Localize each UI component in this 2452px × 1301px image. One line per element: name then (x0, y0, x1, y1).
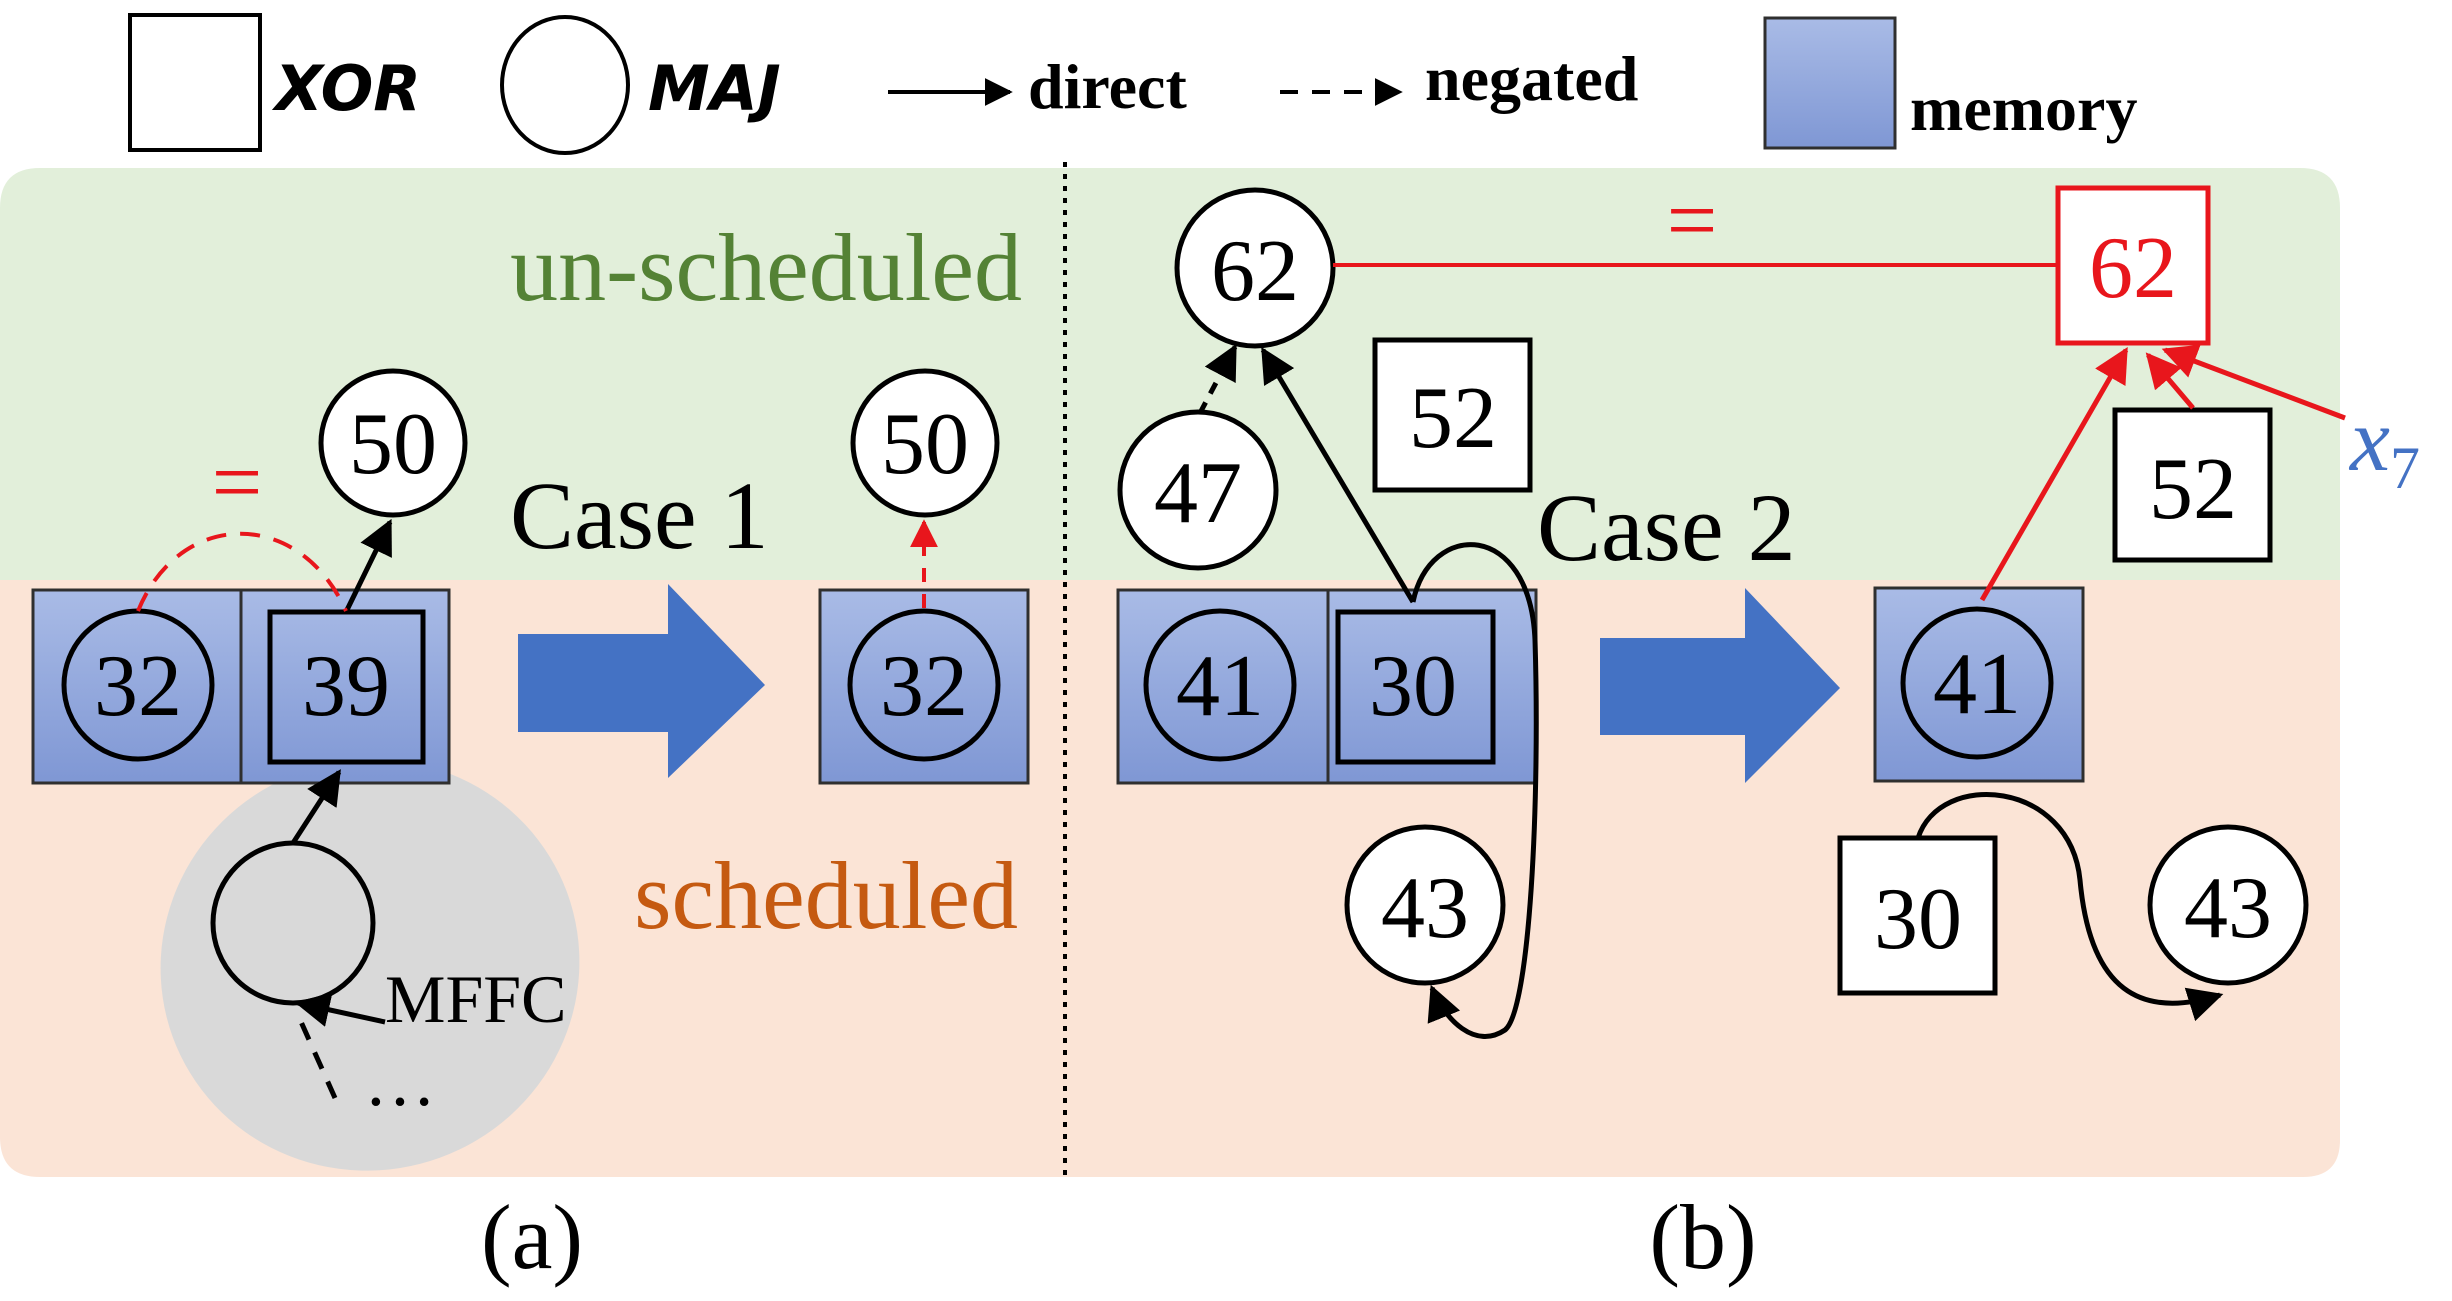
xor-node-52-left-label: 52 (1409, 370, 1497, 467)
maj-node-43-left (1344, 824, 1506, 986)
case-1-label: Case 1 (510, 462, 769, 569)
legend-memory-label: memory (1910, 73, 2137, 144)
mffc-region (160, 759, 580, 1171)
legend-maj-label: MAJ (648, 52, 781, 125)
xor-node-30-right-label: 30 (1874, 871, 1962, 968)
maj-node-43-left-label: 43 (1381, 860, 1469, 957)
legend: XOR MAJ direct negated memory (128, 13, 2137, 155)
xor-node-52-right (2112, 407, 2273, 563)
edge-mffc-negated-input (295, 1013, 338, 1100)
panel-b-caption: (b) (1649, 1186, 1756, 1288)
legend-memory-square-icon (1763, 16, 1897, 150)
panel-a: 32 39 50 = MFFC … Case 1 50 32 (a) (31, 368, 1030, 1288)
maj-node-43-right (2147, 824, 2309, 986)
legend-xor-square-icon (128, 13, 262, 152)
unscheduled-label: un-scheduled (510, 214, 1022, 321)
result-maj-node-50 (850, 368, 1000, 518)
maj-node-41-label: 41 (1176, 638, 1264, 735)
xor-node-39-label: 39 (302, 638, 390, 735)
legend-direct-label: direct (1028, 51, 1187, 122)
edge-mffc-to-39 (290, 769, 342, 845)
xor-node-62 (2055, 185, 2211, 346)
memory-block-32 (31, 588, 243, 785)
maj-node-43-right-label: 43 (2184, 860, 2272, 957)
result-maj-node-32-label: 32 (880, 638, 968, 735)
unscheduled-region (0, 168, 2340, 580)
edge-30-to-43-curve (1410, 542, 1539, 1039)
memory-block-39 (239, 588, 451, 785)
result-maj-node-41-label: 41 (1933, 636, 2021, 733)
maj-node-50-label: 50 (349, 396, 437, 493)
xor-node-30-label: 30 (1369, 638, 1457, 735)
panel-b: 62 47 52 = 41 30 43 Case 2 62 52 (1116, 171, 2420, 1288)
case-2-label: Case 2 (1537, 474, 1796, 581)
xor-node-62-label: 62 (2089, 220, 2177, 317)
xor-node-30-right (1837, 835, 1998, 996)
edge-30-to-43-right (1915, 792, 2224, 1022)
case-2-arrow (1600, 588, 1840, 783)
result-memory-block-41 (1873, 586, 2085, 783)
equality-sign-b: = (1667, 171, 1718, 270)
scheduled-label: scheduled (634, 842, 1018, 949)
maj-node-32-label: 32 (94, 638, 182, 735)
maj-node-41 (1143, 608, 1297, 762)
legend-maj-circle-icon (500, 15, 630, 155)
equality-arc-a (136, 531, 348, 612)
mffc-label: MFFC (385, 961, 566, 1037)
edge-x7-to-62 (2161, 344, 2346, 421)
mffc-ellipsis: … (364, 1041, 436, 1121)
equality-sign-a: = (212, 433, 263, 532)
maj-node-62-label: 62 (1211, 223, 1299, 320)
result-memory-block-32 (818, 588, 1030, 785)
panel-a-caption: (a) (481, 1186, 583, 1288)
edge-mffc-pointer (294, 992, 386, 1027)
edge-39-to-50 (343, 518, 393, 614)
result-maj-node-50-label: 50 (881, 396, 969, 493)
input-x7: x7 (2348, 391, 2420, 501)
memory-block-30 (1326, 588, 1538, 785)
result-maj-node-41 (1900, 606, 2054, 760)
legend-negated-label: negated (1425, 43, 1638, 114)
input-x7-sub: 7 (2390, 435, 2420, 501)
maj-node-62 (1174, 187, 1336, 349)
edge-30-to-62 (1260, 346, 1416, 604)
case-1-arrow (518, 584, 765, 778)
xor-node-30 (1335, 609, 1496, 765)
maj-node-47-label: 47 (1154, 445, 1242, 542)
edge-52-to-62 (2145, 352, 2195, 410)
edge-41-to-62 (1979, 346, 2129, 602)
legend-xor-label: XOR (271, 52, 421, 125)
xor-node-52-right-label: 52 (2149, 441, 2237, 538)
result-maj-node-32 (847, 608, 1001, 762)
maj-node-47 (1117, 409, 1279, 571)
maj-node-50 (318, 368, 468, 518)
input-x7-var: x (2348, 391, 2390, 490)
xor-node-52-left (1372, 337, 1533, 493)
